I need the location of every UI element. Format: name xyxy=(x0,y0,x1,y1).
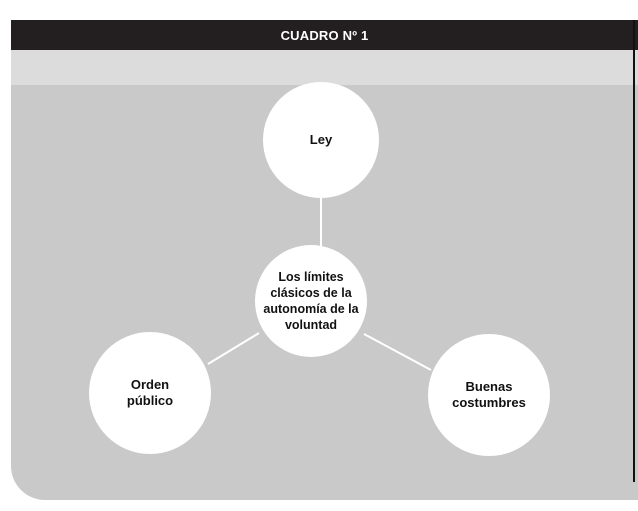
node-buenas-line-1: Buenas xyxy=(465,379,513,394)
node-buenas-line-2: costumbres xyxy=(452,395,526,410)
node-ley: Ley xyxy=(263,82,379,198)
node-center-line-2: clásicos de la xyxy=(270,286,352,300)
diagram-header: CUADRO Nº 1 xyxy=(11,20,638,50)
node-orden-line-1: Orden xyxy=(130,377,170,392)
node-center-line-3: autonomía de la xyxy=(263,302,359,316)
diagram-title: CUADRO Nº 1 xyxy=(280,27,369,43)
node-center-line-1: Los límites xyxy=(278,270,344,284)
connector-center-to-buenas xyxy=(363,333,432,371)
connector-center-to-orden xyxy=(207,332,260,365)
node-buenas-costumbres: Buenas costumbres xyxy=(428,334,550,456)
node-orden-line-2: público xyxy=(126,393,174,408)
header-stripe xyxy=(11,50,638,85)
node-ley-line-1: Ley xyxy=(309,132,333,147)
right-border-rule xyxy=(633,20,635,482)
node-orden-publico: Orden público xyxy=(89,332,211,454)
node-center-line-4: voluntad xyxy=(284,318,338,332)
node-center: Los límites clásicos de la autonomía de … xyxy=(255,245,367,357)
